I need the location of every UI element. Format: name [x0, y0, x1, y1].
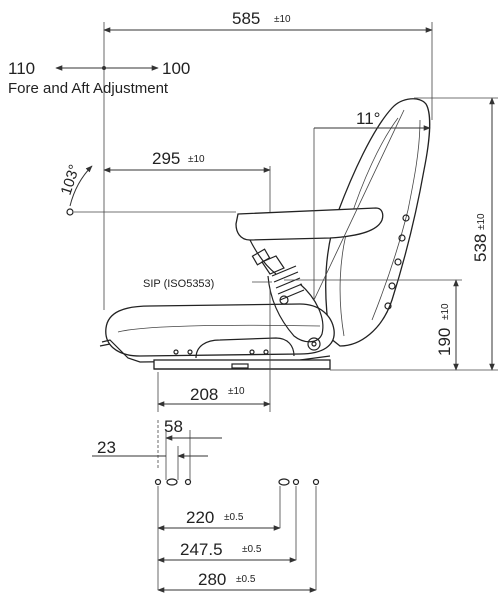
- armrest-distance-tolerance: ±10: [188, 154, 205, 165]
- dim-mount-a: 220 ±0.5: [157, 508, 281, 531]
- overall-width-tolerance: ±10: [274, 14, 291, 25]
- mount-c-tolerance: ±0.5: [236, 574, 256, 585]
- seat-outline: [99, 98, 431, 370]
- slot-width-value: 58: [164, 417, 183, 436]
- dim-back-angle: 11°: [313, 109, 431, 301]
- mount-a-value: 220: [186, 508, 214, 527]
- adjust-aft-value: 100: [162, 59, 190, 78]
- backrest-knobs: [384, 214, 410, 310]
- sip-height-value: 190: [435, 328, 454, 356]
- cushion-seam: [117, 324, 321, 333]
- overall-height-tolerance: ±10: [476, 213, 487, 230]
- mount-a-tolerance: ±0.5: [224, 512, 244, 523]
- mount-b-tolerance: ±0.5: [242, 544, 262, 555]
- slot-offset-value: 23: [97, 438, 116, 457]
- dim-armrest: 295 ±10: [103, 149, 271, 212]
- adjust-caption: Fore and Aft Adjustment: [8, 80, 169, 97]
- recline-angle-value: 103°: [58, 162, 84, 197]
- back-angle-value: 11°: [356, 109, 380, 128]
- seat-cushion: [105, 303, 335, 357]
- dim-slot: 58 23: [92, 417, 222, 480]
- armrest-distance-value: 295: [152, 149, 180, 168]
- adjust-fore-value: 110: [8, 59, 35, 78]
- sip-label: SIP (ISO5353): [143, 278, 214, 290]
- mount-holes: [154, 478, 320, 590]
- overall-width-value: 585: [232, 9, 260, 28]
- backrest-seam: [371, 119, 421, 321]
- dim-sip: SIP (ISO5353) 190 ±10: [143, 278, 462, 371]
- dim-mount-b: 247.5 ±0.5: [157, 540, 297, 563]
- dim-mount-c: 280 ±0.5: [157, 570, 317, 593]
- dim-fore-aft: 110 100 Fore and Aft Adjustment: [8, 59, 190, 97]
- mount-b-value: 247.5: [180, 540, 223, 559]
- overall-height-value: 538: [471, 234, 490, 262]
- dim-sip-rear: 208 ±10: [157, 290, 271, 412]
- sip-rear-tolerance: ±10: [228, 386, 245, 397]
- suspension-mechanism: [251, 248, 324, 351]
- dim-overall-height: 538 ±10: [330, 97, 498, 371]
- armrest-support: [249, 239, 277, 275]
- sip-rear-value: 208: [190, 385, 218, 404]
- sip-height-tolerance: ±10: [440, 303, 451, 320]
- base-frame: [99, 337, 331, 370]
- mount-c-value: 280: [198, 570, 226, 589]
